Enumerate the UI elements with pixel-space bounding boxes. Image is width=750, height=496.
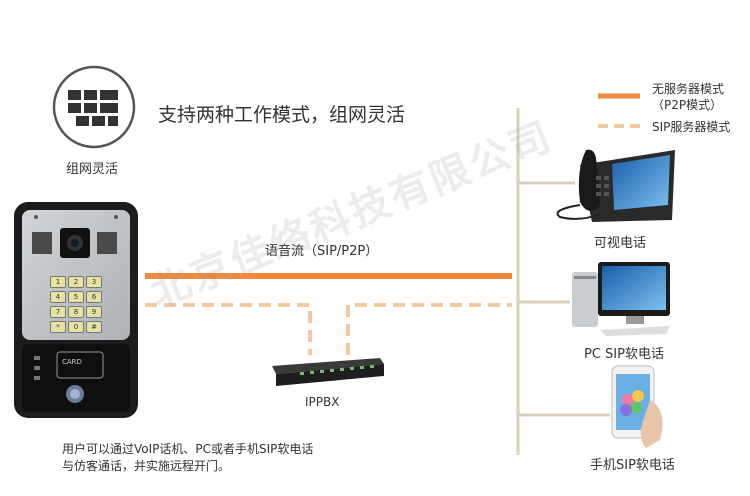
- keypad-key: *: [50, 321, 66, 333]
- legend-solid-label: 无服务器模式: [652, 82, 725, 96]
- ippbx-device: [272, 358, 384, 386]
- keypad-key: 4: [50, 291, 66, 303]
- keypad-key: 6: [86, 291, 102, 303]
- page-title: 支持两种工作模式，组网灵活: [158, 104, 406, 126]
- keypad-key: #: [86, 321, 102, 333]
- keypad-key: 2: [68, 276, 84, 288]
- keypad-key: 8: [68, 306, 84, 318]
- pc-device: [572, 262, 670, 336]
- legend-solid-sub: （P2P模式）: [652, 98, 723, 112]
- mobile-softphone-label: 手机SIP软电话: [590, 458, 675, 473]
- keypad-key: 5: [68, 291, 84, 303]
- video-phone-device: [556, 149, 675, 222]
- voice-stream-label: 语音流（SIP/P2P）: [265, 244, 379, 259]
- keypad-key: 1: [50, 276, 66, 288]
- sip-server-lines: [145, 303, 512, 355]
- ippbx-label: IPPBX: [305, 395, 340, 409]
- network-icon-label: 组网灵活: [66, 162, 119, 177]
- keypad-key: 7: [50, 306, 66, 318]
- video-phone-label: 可视电话: [594, 236, 647, 251]
- keypad-key: 0: [68, 321, 84, 333]
- description-line-1: 用户可以通过VoIP话机、PC或者手机SIP软电话: [62, 442, 314, 456]
- legend-dashed-label: SIP服务器模式: [652, 120, 731, 134]
- card-reader-label: CARD: [62, 358, 82, 366]
- keypad-key: 3: [86, 276, 102, 288]
- keypad-key: 9: [86, 306, 102, 318]
- pc-softphone-label: PC SIP软电话: [584, 347, 664, 362]
- description-line-2: 与仿客通话，并实施远程开门。: [62, 459, 231, 473]
- mobile-device: [611, 365, 663, 448]
- network-grid-icon: [52, 65, 136, 149]
